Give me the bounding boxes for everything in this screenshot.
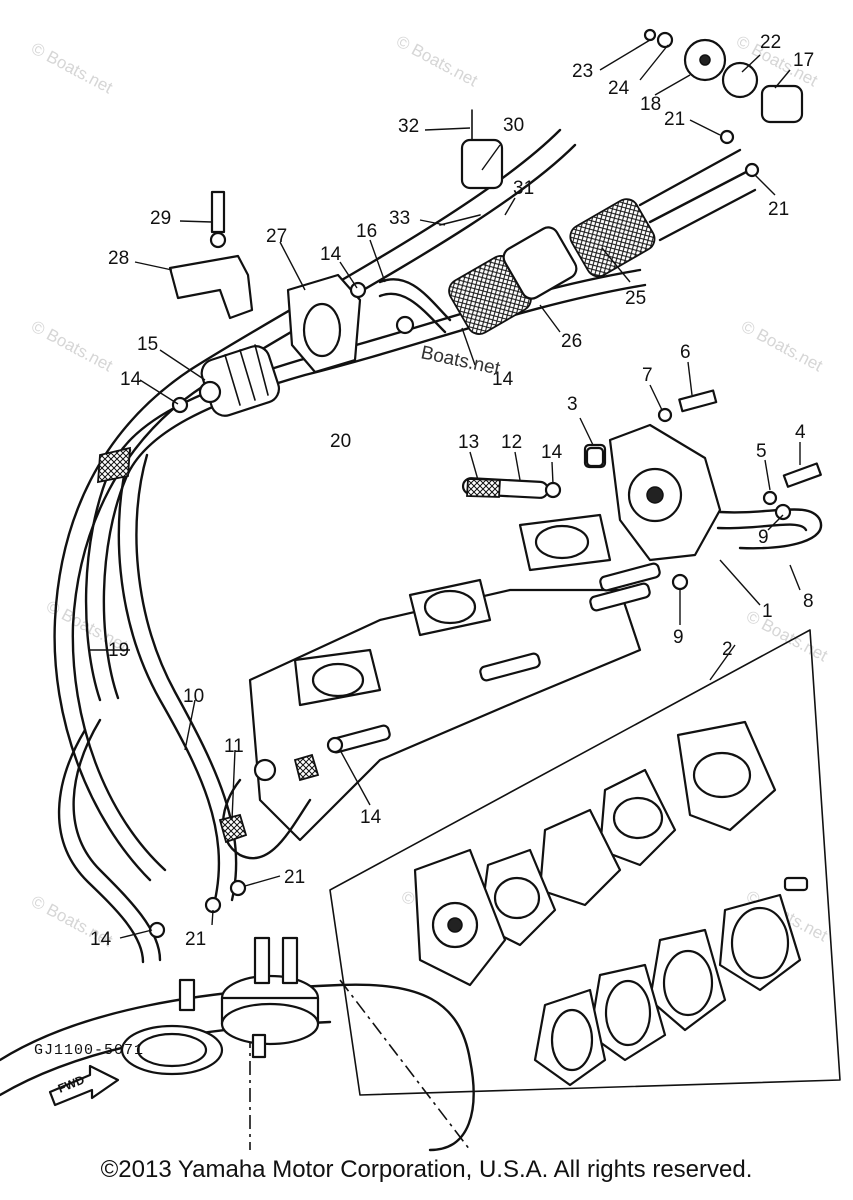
fuel-tank: FWD (0, 936, 475, 1152)
watermark: © Boats.net (743, 607, 831, 666)
hose-12 (461, 477, 550, 499)
callout-17: 17 (793, 50, 814, 71)
callout-21c: 21 (284, 867, 305, 888)
callout-1: 1 (762, 601, 773, 622)
callout-21d: 21 (185, 929, 206, 950)
callout-14b: 14 (320, 244, 342, 265)
callout-2: 2 (722, 639, 733, 660)
center-watermark: Boats.net (419, 342, 503, 379)
callout-27: 27 (266, 226, 287, 247)
callout-9b: 9 (673, 627, 684, 648)
leader-lines (90, 39, 801, 939)
callout-3: 3 (567, 394, 578, 415)
filter-bracket (286, 273, 362, 374)
callout-16: 16 (356, 221, 377, 242)
callout-21a: 21 (664, 109, 685, 130)
callout-15: 15 (137, 334, 158, 355)
watermark: © Boats.net (28, 39, 116, 98)
watermark: © Boats.net (28, 317, 116, 376)
callout-26: 26 (561, 331, 582, 352)
fuel-pump (583, 389, 823, 562)
mounting-bracket (168, 190, 254, 320)
callout-23: 23 (572, 61, 593, 82)
carburetor-assembly (218, 513, 661, 860)
callout-33: 33 (389, 208, 410, 229)
callout-13: 13 (458, 432, 479, 453)
callout-30: 30 (503, 115, 524, 136)
callout-19: 19 (108, 640, 129, 661)
callout-28: 28 (108, 248, 129, 269)
drawing-code: GJ1100-5071 (34, 1042, 145, 1059)
callout-8: 8 (803, 591, 814, 612)
callout-18: 18 (640, 94, 661, 115)
copyright-notice: ©2013 Yamaha Motor Corporation, U.S.A. A… (100, 1156, 753, 1183)
callout-14f: 14 (492, 369, 514, 390)
callout-4: 4 (795, 422, 806, 443)
callout-20: 20 (330, 431, 351, 452)
callout-10: 10 (183, 686, 204, 707)
callout-11: 11 (224, 736, 244, 757)
callout-22: 22 (760, 32, 781, 53)
breather-assembly (378, 28, 804, 335)
callout-5: 5 (756, 441, 767, 462)
callout-14d: 14 (360, 807, 382, 828)
callout-29: 29 (150, 208, 171, 229)
callout-21b: 21 (768, 199, 789, 220)
fuel-filter (198, 344, 281, 417)
callout-25: 25 (625, 288, 646, 309)
callout-12: 12 (501, 432, 522, 453)
hose-clips (148, 129, 792, 939)
callout-labels: 1 2 3 4 5 6 7 8 9 9 10 11 12 13 14 14 14… (90, 32, 814, 950)
callout-24: 24 (608, 78, 630, 99)
callout-14c: 14 (541, 442, 563, 463)
callout-31: 31 (513, 178, 534, 199)
callout-6: 6 (680, 342, 691, 363)
callout-7: 7 (642, 365, 653, 386)
watermark: © Boats.net (393, 32, 481, 91)
watermark: © Boats.net (738, 317, 826, 376)
callout-14a: 14 (120, 369, 142, 390)
pump-kit-box (329, 629, 841, 1096)
callout-9a: 9 (758, 527, 769, 548)
callout-14e: 14 (90, 929, 112, 950)
callout-32: 32 (398, 116, 419, 137)
